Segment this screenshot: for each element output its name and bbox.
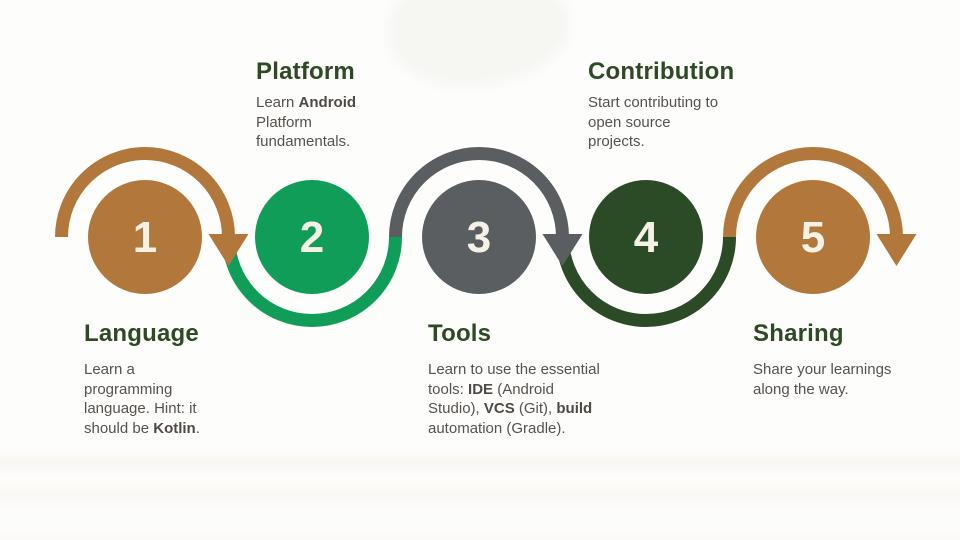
step-4-circle bbox=[589, 180, 703, 294]
flow-arc-over-step-5 bbox=[723, 147, 903, 238]
step-title-contribution: Contribution bbox=[588, 58, 735, 85]
step-2-number: 2 bbox=[300, 213, 324, 262]
flow-arrowhead-after-step-1 bbox=[208, 234, 249, 266]
step-title-language: Language bbox=[84, 320, 199, 347]
step-5-number: 5 bbox=[801, 213, 825, 262]
flow-arrowhead-after-step-5 bbox=[876, 234, 917, 266]
flow-arc-over-step-3 bbox=[389, 147, 569, 238]
step-2-circle bbox=[255, 180, 369, 294]
step-5-circle bbox=[756, 180, 870, 294]
step-3-number: 3 bbox=[467, 213, 491, 262]
flow-arc-under-step-4 bbox=[556, 236, 736, 327]
step-4-number: 4 bbox=[634, 213, 659, 262]
step-3-circle bbox=[422, 180, 536, 294]
flow-arc-over-step-1 bbox=[55, 147, 235, 238]
flow-arrowhead-after-step-3 bbox=[542, 234, 583, 266]
flow-arc-under-step-2 bbox=[222, 236, 402, 327]
step-title-platform: Platform bbox=[256, 58, 355, 85]
step-title-sharing: Sharing bbox=[753, 320, 844, 347]
step-1-circle bbox=[88, 180, 202, 294]
step-1-number: 1 bbox=[133, 213, 157, 262]
step-title-tools: Tools bbox=[428, 320, 492, 347]
